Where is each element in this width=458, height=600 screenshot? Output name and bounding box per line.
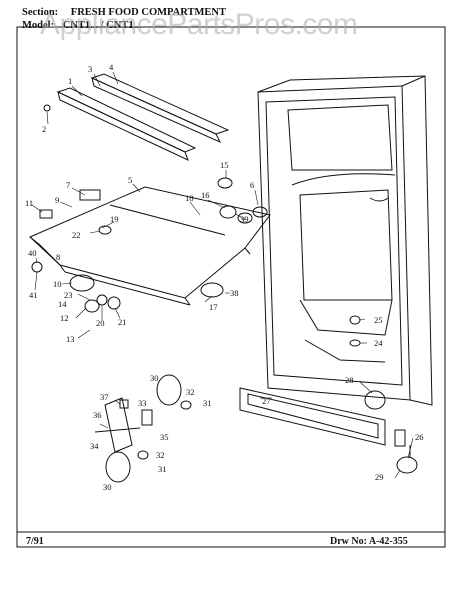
callout-12: 12 bbox=[60, 313, 69, 323]
callout-6: 6 bbox=[250, 180, 254, 190]
shelf-rails bbox=[56, 73, 230, 161]
callout-31a: 31 bbox=[203, 398, 212, 408]
callout-38: 38 bbox=[230, 288, 239, 298]
callout-31b: 31 bbox=[158, 464, 167, 474]
callout-24: 24 bbox=[374, 338, 383, 348]
callout-16: 16 bbox=[201, 190, 210, 200]
callout-3: 3 bbox=[88, 64, 92, 74]
footer-date: 7/91 bbox=[26, 536, 44, 547]
callout-19: 19 bbox=[110, 214, 119, 224]
cabinet-liner bbox=[257, 75, 433, 406]
callout-1: 1 bbox=[68, 76, 72, 86]
callout-5: 5 bbox=[128, 175, 132, 185]
callout-33: 33 bbox=[138, 398, 147, 408]
watermark: AppliancePartsPros.com bbox=[40, 8, 358, 41]
callout-37: 37 bbox=[100, 392, 109, 402]
footer-drawing-number: Drw No: A-42-355 bbox=[330, 536, 408, 547]
callout-26: 26 bbox=[415, 432, 424, 442]
callout-39: 39 bbox=[240, 214, 249, 224]
model-value: CNT1... / CNT1... bbox=[62, 20, 142, 31]
callout-11: 11 bbox=[25, 198, 33, 208]
callout-32a: 32 bbox=[186, 387, 195, 397]
callout-10: 10 bbox=[53, 279, 62, 289]
callout-21: 21 bbox=[118, 317, 127, 327]
crisper-cover bbox=[29, 186, 271, 306]
callout-34: 34 bbox=[90, 441, 99, 451]
callout-25: 25 bbox=[374, 315, 383, 325]
callout-numbers: 1 2 3 4 5 6 7 8 9 10 11 12 13 14 15 16 1… bbox=[25, 62, 424, 492]
callout-40: 40 bbox=[28, 248, 37, 258]
model-label: Model: bbox=[22, 20, 55, 31]
callout-7: 7 bbox=[66, 180, 70, 190]
callout-4: 4 bbox=[109, 62, 114, 72]
callout-27: 27 bbox=[262, 396, 271, 406]
callout-36: 36 bbox=[93, 410, 102, 420]
hardware-parts bbox=[31, 104, 418, 483]
callout-13: 13 bbox=[66, 334, 75, 344]
callout-18: 18 bbox=[185, 193, 194, 203]
callout-14: 14 bbox=[58, 299, 67, 309]
callout-28: 28 bbox=[345, 375, 354, 385]
callout-32b: 32 bbox=[156, 450, 165, 460]
callout-22: 22 bbox=[72, 230, 81, 240]
drawer-trim bbox=[239, 387, 386, 446]
callout-35: 35 bbox=[160, 432, 169, 442]
callout-23: 23 bbox=[64, 290, 73, 300]
section-label: Section: bbox=[22, 7, 59, 18]
callout-9: 9 bbox=[55, 195, 59, 205]
section-heading: Section: FRESH FOOD COMPARTMENT bbox=[22, 7, 226, 18]
callout-30a: 30 bbox=[150, 373, 159, 383]
drawing-frame bbox=[16, 26, 446, 548]
callout-30b: 30 bbox=[103, 482, 112, 492]
leader-lines bbox=[31, 71, 414, 479]
callout-20: 20 bbox=[96, 318, 105, 328]
callout-15: 15 bbox=[220, 160, 229, 170]
callout-8: 8 bbox=[56, 252, 60, 262]
model-heading: Model: CNT1... / CNT1... bbox=[22, 20, 141, 31]
callout-2: 2 bbox=[42, 124, 46, 134]
callout-17: 17 bbox=[209, 302, 218, 312]
section-value: FRESH FOOD COMPARTMENT bbox=[70, 7, 226, 18]
callout-41: 41 bbox=[29, 290, 38, 300]
callout-29: 29 bbox=[375, 472, 384, 482]
